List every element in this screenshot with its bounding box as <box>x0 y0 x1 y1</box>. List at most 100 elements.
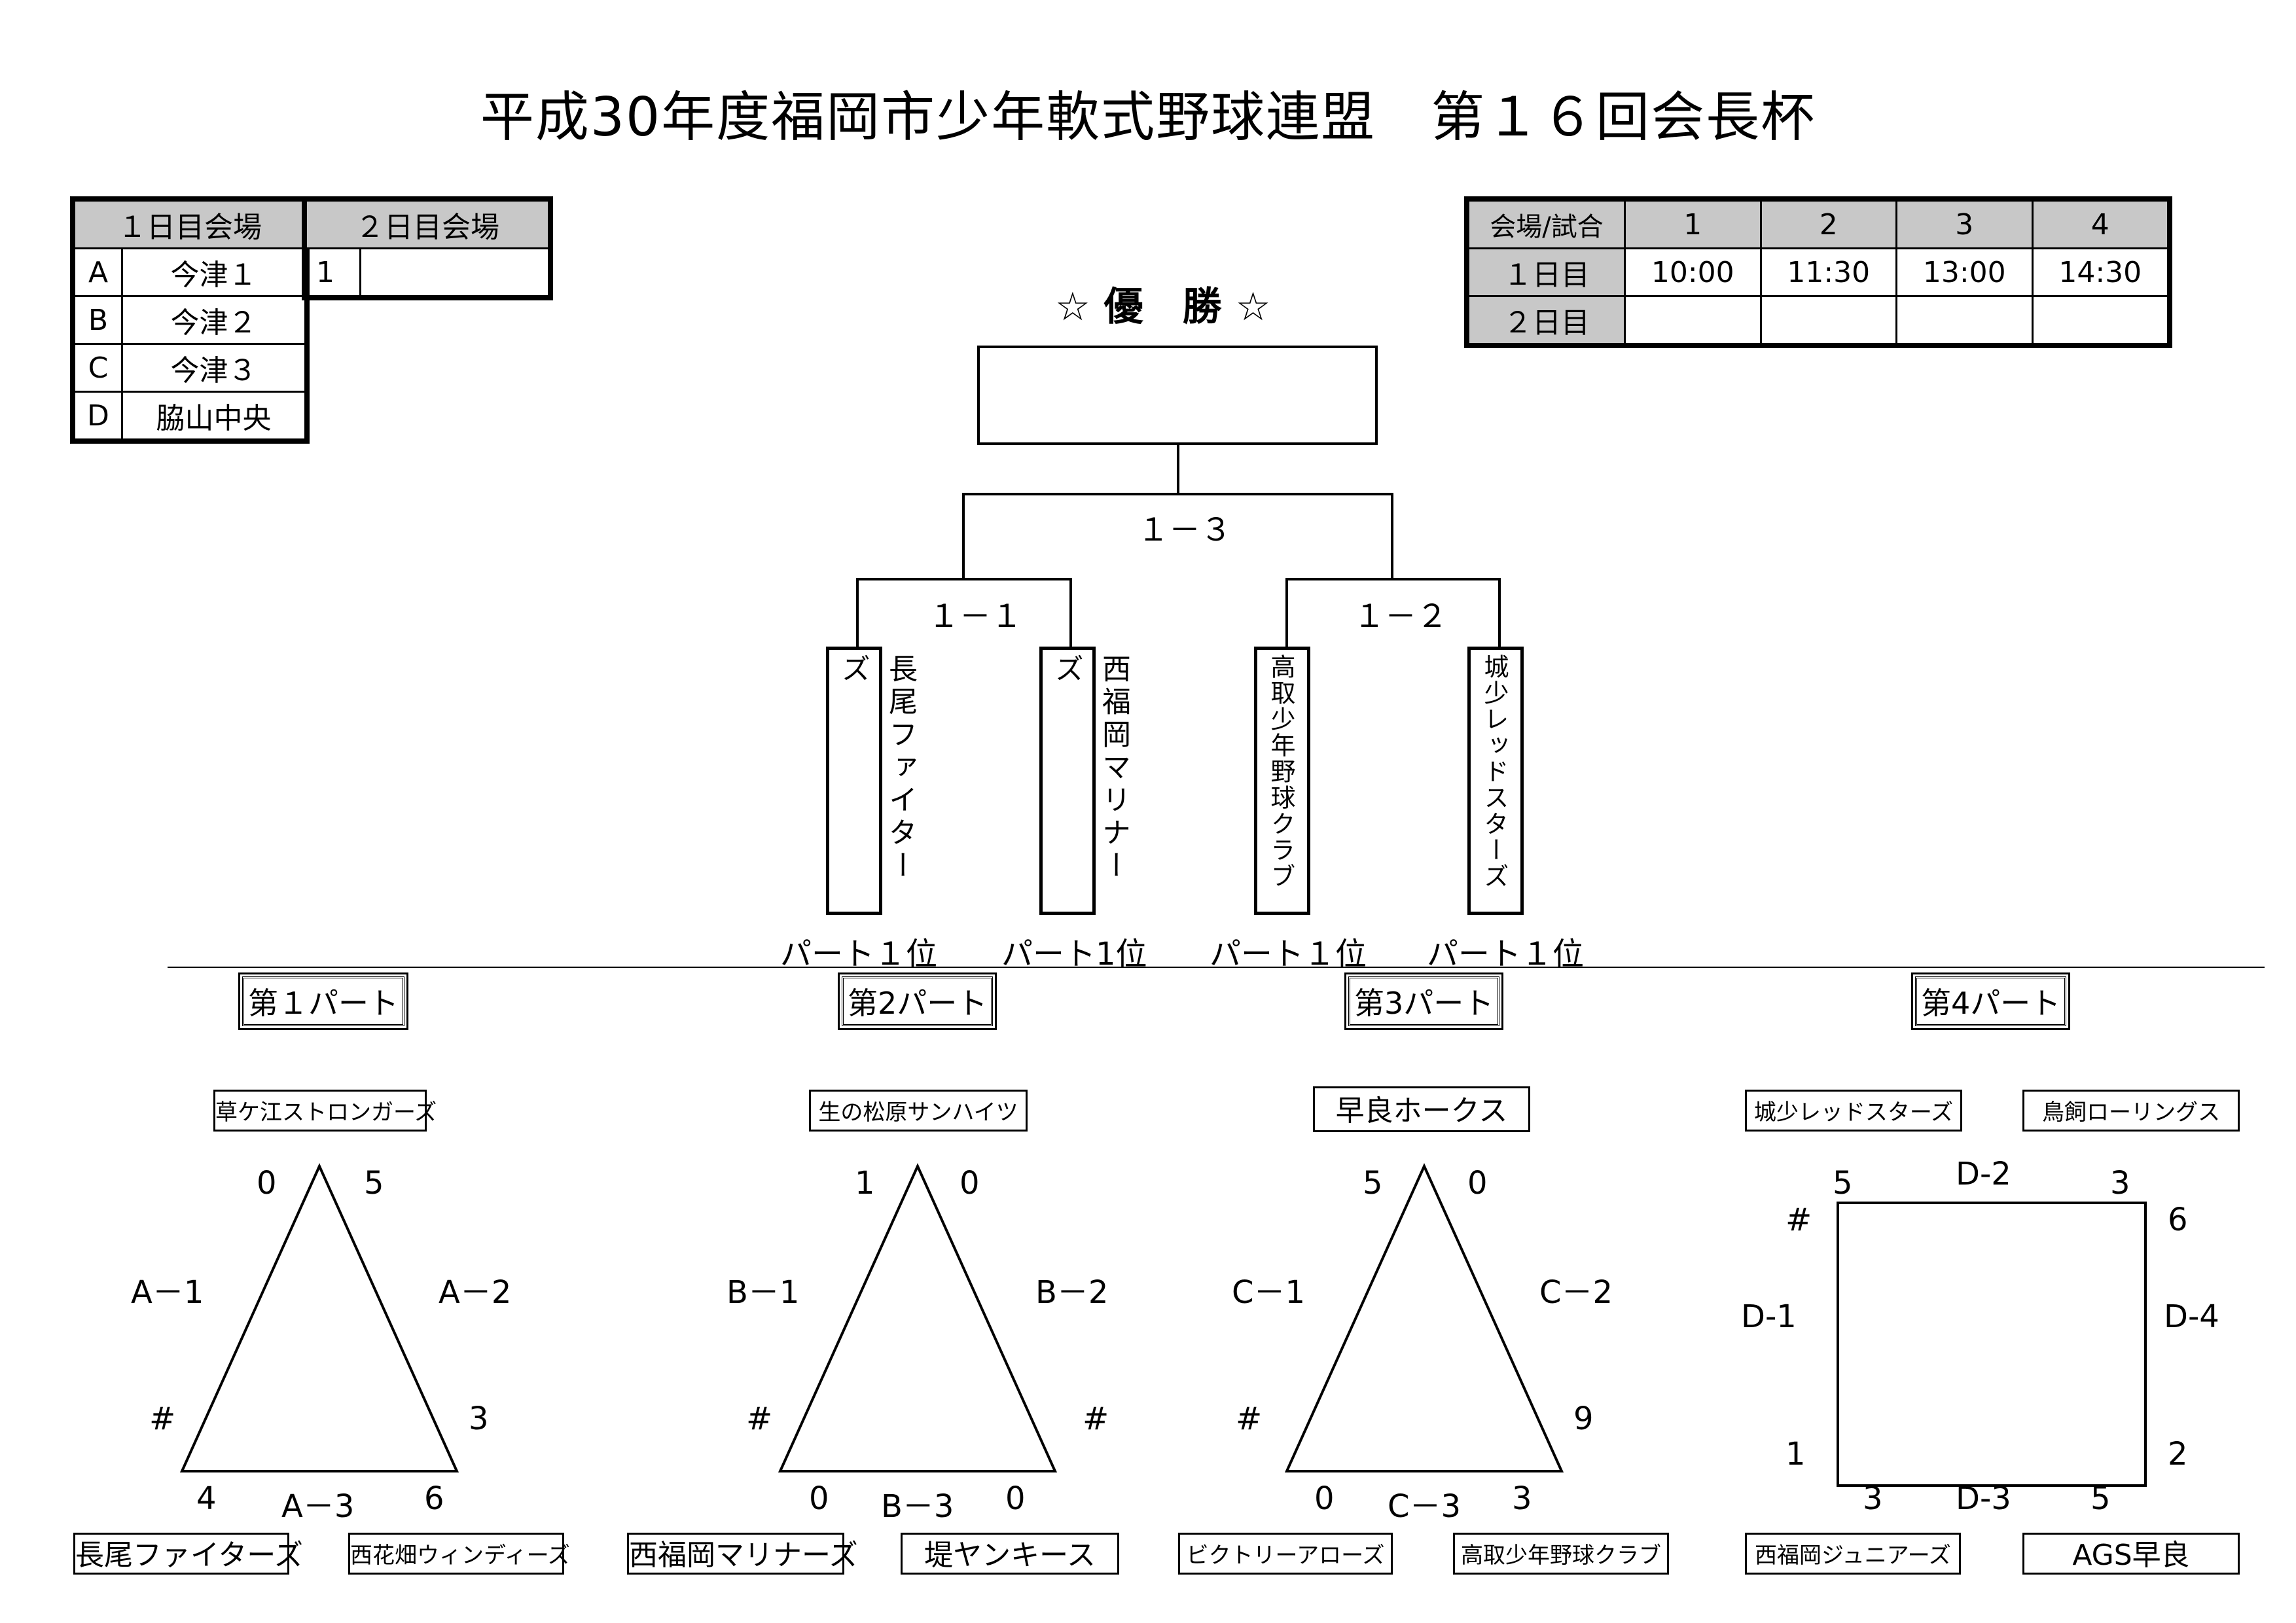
part-4-label: 第4パート <box>1910 972 2071 1030</box>
team-top-right: 鳥飼ローリングス <box>2022 1090 2240 1132</box>
score: 4 <box>196 1480 217 1517</box>
game-time: 13:00 <box>1895 247 2034 297</box>
day-label: １日目 <box>1467 247 1626 297</box>
game-number: 2 <box>1759 200 1897 249</box>
finalist-name: 長尾ファイターズ <box>836 654 917 883</box>
score: 0 <box>1005 1480 1026 1517</box>
semifinal-left-label: １－１ <box>928 598 1023 635</box>
final-game-label: １－３ <box>1138 512 1232 548</box>
finalist-rank: パート１位 <box>1210 936 1367 972</box>
venue-code: D <box>73 391 123 440</box>
finalist-box: 高取少年野球クラブ <box>1254 647 1310 915</box>
game-label: D-4 <box>2164 1298 2219 1335</box>
score: 1 <box>1785 1436 1806 1472</box>
team-top: 早良ホークス <box>1313 1086 1530 1132</box>
part-3-label: 第3パート <box>1344 972 1504 1030</box>
venue-code: A <box>73 247 123 297</box>
score: 2 <box>2168 1436 2188 1472</box>
day2-venue-table: ２日目会場 1 <box>302 196 553 300</box>
day1-venue-header: １日目会場 <box>73 200 306 249</box>
score: 0 <box>1467 1165 1488 1202</box>
finalist-name: 西福岡マリナーズ <box>1050 654 1130 883</box>
venue-code: 1 <box>305 247 361 297</box>
finalist-rank: パート１位 <box>780 936 938 972</box>
score: 9 <box>1573 1400 1594 1437</box>
score: # <box>1785 1202 1812 1238</box>
day2-venue-header: ２日目会場 <box>305 200 550 249</box>
game-label: A－2 <box>439 1274 512 1311</box>
team-top: 草ケ江ストロンガーズ <box>213 1090 437 1132</box>
page-title: 平成30年度福岡市少年軟式野球連盟 第１６回会長杯 <box>480 86 1816 149</box>
part-2-label: 第2パート <box>837 972 997 1030</box>
finalist-name: 高取少年野球クラブ <box>1266 654 1295 889</box>
score: 0 <box>960 1165 980 1202</box>
game-label: A－1 <box>131 1274 204 1311</box>
part-1-label: 第１パート <box>238 972 408 1030</box>
finalist-rank: パート1位 <box>1001 936 1147 972</box>
game-time: 10:00 <box>1624 247 1762 297</box>
score: 0 <box>1314 1480 1335 1517</box>
score: 5 <box>1363 1165 1383 1202</box>
game-label: D-1 <box>1741 1298 1797 1335</box>
day-label: ２日目 <box>1467 295 1626 345</box>
score: 6 <box>2168 1202 2188 1238</box>
score: 0 <box>257 1165 277 1202</box>
finalist-box: 西福岡マリナーズ <box>1039 647 1130 915</box>
venue-name: 今津３ <box>121 343 306 393</box>
score: 3 <box>1512 1480 1532 1517</box>
finalist-rank: パート１位 <box>1427 936 1585 972</box>
score: # <box>1236 1400 1263 1437</box>
venue-name: 今津２ <box>121 295 306 345</box>
team-top-left: 城少レッドスターズ <box>1745 1090 1962 1132</box>
game-label: D-3 <box>1956 1480 2011 1517</box>
game-label: C－2 <box>1539 1274 1613 1311</box>
score: # <box>746 1400 773 1437</box>
semifinal-right-label: １－２ <box>1354 598 1448 635</box>
game-time <box>1759 295 1897 345</box>
venue-name <box>359 247 550 297</box>
score: # <box>149 1400 176 1437</box>
team-bottom-left: 西福岡ジュニアーズ <box>1745 1533 1961 1575</box>
score: 1 <box>855 1165 875 1202</box>
game-time <box>2031 295 2169 345</box>
game-number: 4 <box>2031 200 2169 249</box>
game-label: C－3 <box>1388 1488 1462 1525</box>
game-time: 14:30 <box>2031 247 2169 297</box>
team-top: 生の松原サンハイツ <box>809 1090 1028 1132</box>
game-number: 3 <box>1895 200 2034 249</box>
score: 3 <box>2110 1165 2130 1202</box>
venue-code: B <box>73 295 123 345</box>
game-time: 11:30 <box>1759 247 1897 297</box>
score: 3 <box>469 1400 489 1437</box>
champion-label: ☆ 優 勝 ☆ <box>1055 284 1271 330</box>
game-label: A－3 <box>281 1488 355 1525</box>
game-label: B－3 <box>881 1488 954 1525</box>
score: 5 <box>1833 1165 1853 1202</box>
score: 3 <box>1863 1480 1883 1517</box>
game-number: 1 <box>1624 200 1762 249</box>
team-bottom-left: ビクトリーアローズ <box>1178 1533 1393 1575</box>
team-bottom-right: 西花畑ウィンディーズ <box>348 1533 570 1575</box>
team-bottom-left: 長尾ファイターズ <box>73 1533 303 1575</box>
game-label: D-2 <box>1956 1156 2011 1192</box>
game-label: C－1 <box>1232 1274 1306 1311</box>
game-time <box>1895 295 2034 345</box>
game-label: B－2 <box>1035 1274 1109 1311</box>
team-bottom-right: AGS早良 <box>2022 1533 2240 1575</box>
schedule-corner: 会場/試合 <box>1467 200 1626 249</box>
score: 5 <box>2090 1480 2111 1517</box>
team-bottom-right: 堤ヤンキース <box>901 1533 1119 1575</box>
venue-name: 脇山中央 <box>121 391 306 440</box>
finalist-box: 城少レッドスターズ <box>1467 647 1524 915</box>
score: 6 <box>424 1480 444 1517</box>
score: # <box>1083 1400 1109 1437</box>
champion-box <box>977 346 1378 445</box>
schedule-table: 会場/試合 1 2 3 4 １日目 10:00 11:30 13:00 14:3… <box>1464 196 2172 348</box>
venue-name: 今津１ <box>121 247 306 297</box>
score: 5 <box>364 1165 384 1202</box>
score: 0 <box>809 1480 829 1517</box>
finalist-name: 城少レッドスターズ <box>1480 654 1509 889</box>
game-time <box>1624 295 1762 345</box>
